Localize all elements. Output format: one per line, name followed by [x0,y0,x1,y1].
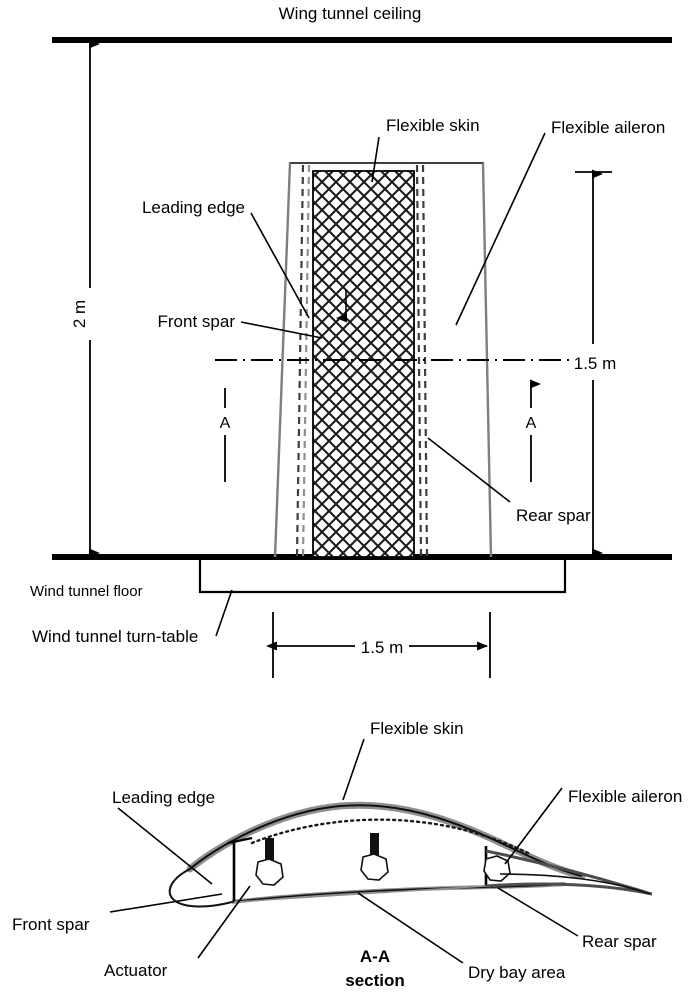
section-mark-right-label: A [526,415,537,432]
leader-section-actuator [197,885,251,959]
leader-section-flexible-skin [342,738,365,801]
flexible-aileron-label: Flexible aileron [551,118,665,137]
section-leading-edge-label: Leading edge [112,788,215,807]
leader-flexible-aileron [455,132,546,326]
wind-tunnel-floor-label: Wind tunnel floor [30,583,143,600]
leader-section-rear-spar [497,887,579,937]
dimension-1p5m-vertical-label-mask [575,344,615,380]
leader-leading-edge [250,212,310,319]
leader-turntable [215,589,233,637]
flexible-skin-label: Flexible skin [386,116,480,135]
section-front-spar-label: Front spar [12,915,90,934]
aileron-hinge-body [483,855,511,882]
flexible-aileron-lower [485,882,653,896]
flexible-skin-panel [312,170,415,558]
leader-section-dry-bay [357,892,464,964]
planform-view-group: A A Wing tunnel ceiling [30,4,672,678]
section-actuator-label: Actuator [104,961,168,980]
section-mark-left-label: A [220,415,231,432]
wind-tunnel-turntable-label: Wind tunnel turn-table [32,627,198,646]
leader-section-leading-edge [117,807,213,885]
flexible-skin-dotted-line [250,818,530,855]
flexible-aileron-mid [499,873,651,895]
actuator-2-body [360,853,389,881]
actuator-2-stem [370,833,379,855]
dimension-1p5m-horizontal-label: 1.5 m [361,638,404,657]
rear-spar-label: Rear spar [516,506,591,525]
section-view-group: Leading edge Flexible skin Flexible aile… [12,719,682,990]
actuator-1-body [255,858,284,886]
airfoil-lower-surface [231,883,566,903]
section-flexible-aileron-label: Flexible aileron [568,787,682,806]
section-dry-bay-area-label: Dry bay area [468,963,566,982]
section-caption-line2: section [345,971,405,990]
leading-edge-label: Leading edge [142,198,245,217]
leader-flexible-skin [371,136,380,183]
leader-section-front-spar [109,893,223,913]
leader-section-flexible-aileron [504,787,563,865]
dimension-1p5m-horizontal-label-mask [355,632,409,660]
dimension-1p5m-vertical-label: 1.5 m [574,354,617,373]
leader-rear-spar [427,437,511,503]
rear-spar-line [415,164,423,558]
wind-tunnel-turntable-shape [198,557,567,594]
section-caption-line1: A-A [360,947,390,966]
leading-edge-nose [168,868,233,908]
leader-front-spar [240,321,323,339]
section-flexible-skin-label: Flexible skin [370,719,464,738]
front-spar-label: Front spar [158,312,236,331]
front-spar-cap [227,836,253,845]
dimension-2m-label: 2 m [70,300,89,328]
actuator-1-stem [265,838,274,860]
wind-tunnel-ceiling-label: Wing tunnel ceiling [279,4,422,23]
section-rear-spar-label: Rear spar [582,932,657,951]
dimension-2m-label-mask [72,288,98,340]
leading-edge-line [273,162,292,558]
